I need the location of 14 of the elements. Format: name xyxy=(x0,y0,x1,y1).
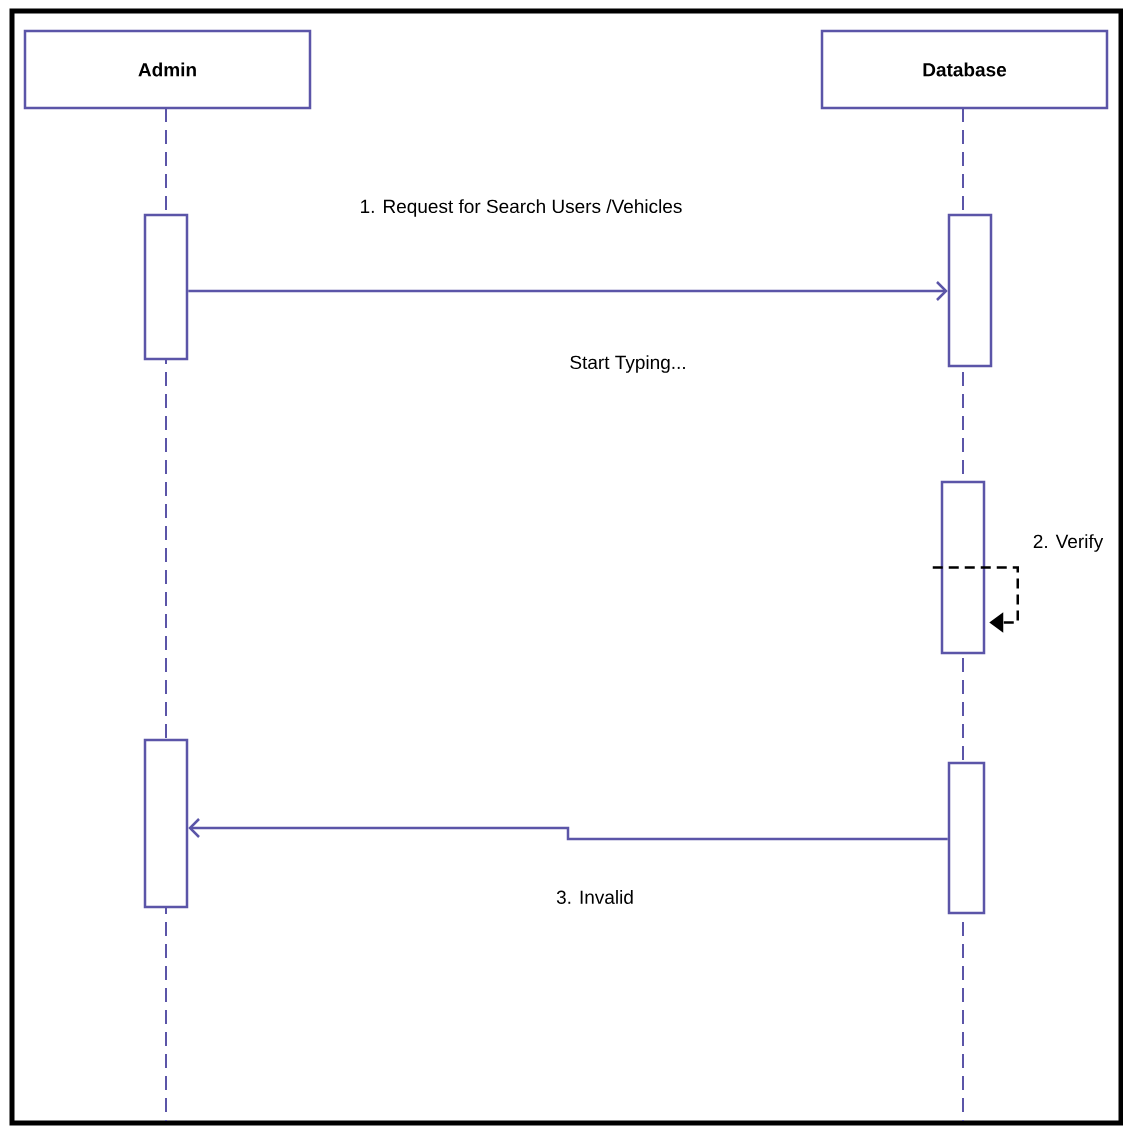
activation-bar xyxy=(947,213,993,368)
message-label: 3. Invalid xyxy=(556,890,633,904)
message-label: 1. Request for Search Users /Vehicles xyxy=(361,199,682,217)
message-arrow xyxy=(932,566,1019,633)
message-label: 2. Verify xyxy=(1033,534,1104,552)
message-arrow xyxy=(188,281,948,301)
message-arrow xyxy=(188,818,948,841)
activation-bar xyxy=(143,738,189,909)
lifeline-header: Database xyxy=(820,29,1109,110)
activation-bar xyxy=(143,213,189,361)
note-text: Start Typing... xyxy=(570,355,685,373)
lifeline-header: Admin xyxy=(23,29,312,110)
activation-bar xyxy=(947,761,986,915)
activation-bar xyxy=(940,480,986,655)
